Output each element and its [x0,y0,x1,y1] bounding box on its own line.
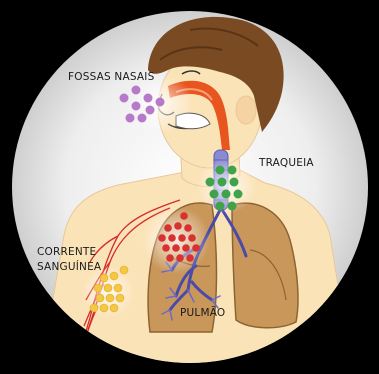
ear [236,96,256,124]
label-fossas-nasais: FOSSAS NASAIS [68,71,155,83]
label-corrente: CORRENTE [37,246,96,258]
label-pulmao: PULMÃO [180,306,225,319]
label-sanguinea: SANGUÍNEA [37,260,102,273]
label-traqueia: TRAQUEIA [258,157,314,169]
trachea-glow [196,158,256,214]
lung-glow [142,206,210,274]
